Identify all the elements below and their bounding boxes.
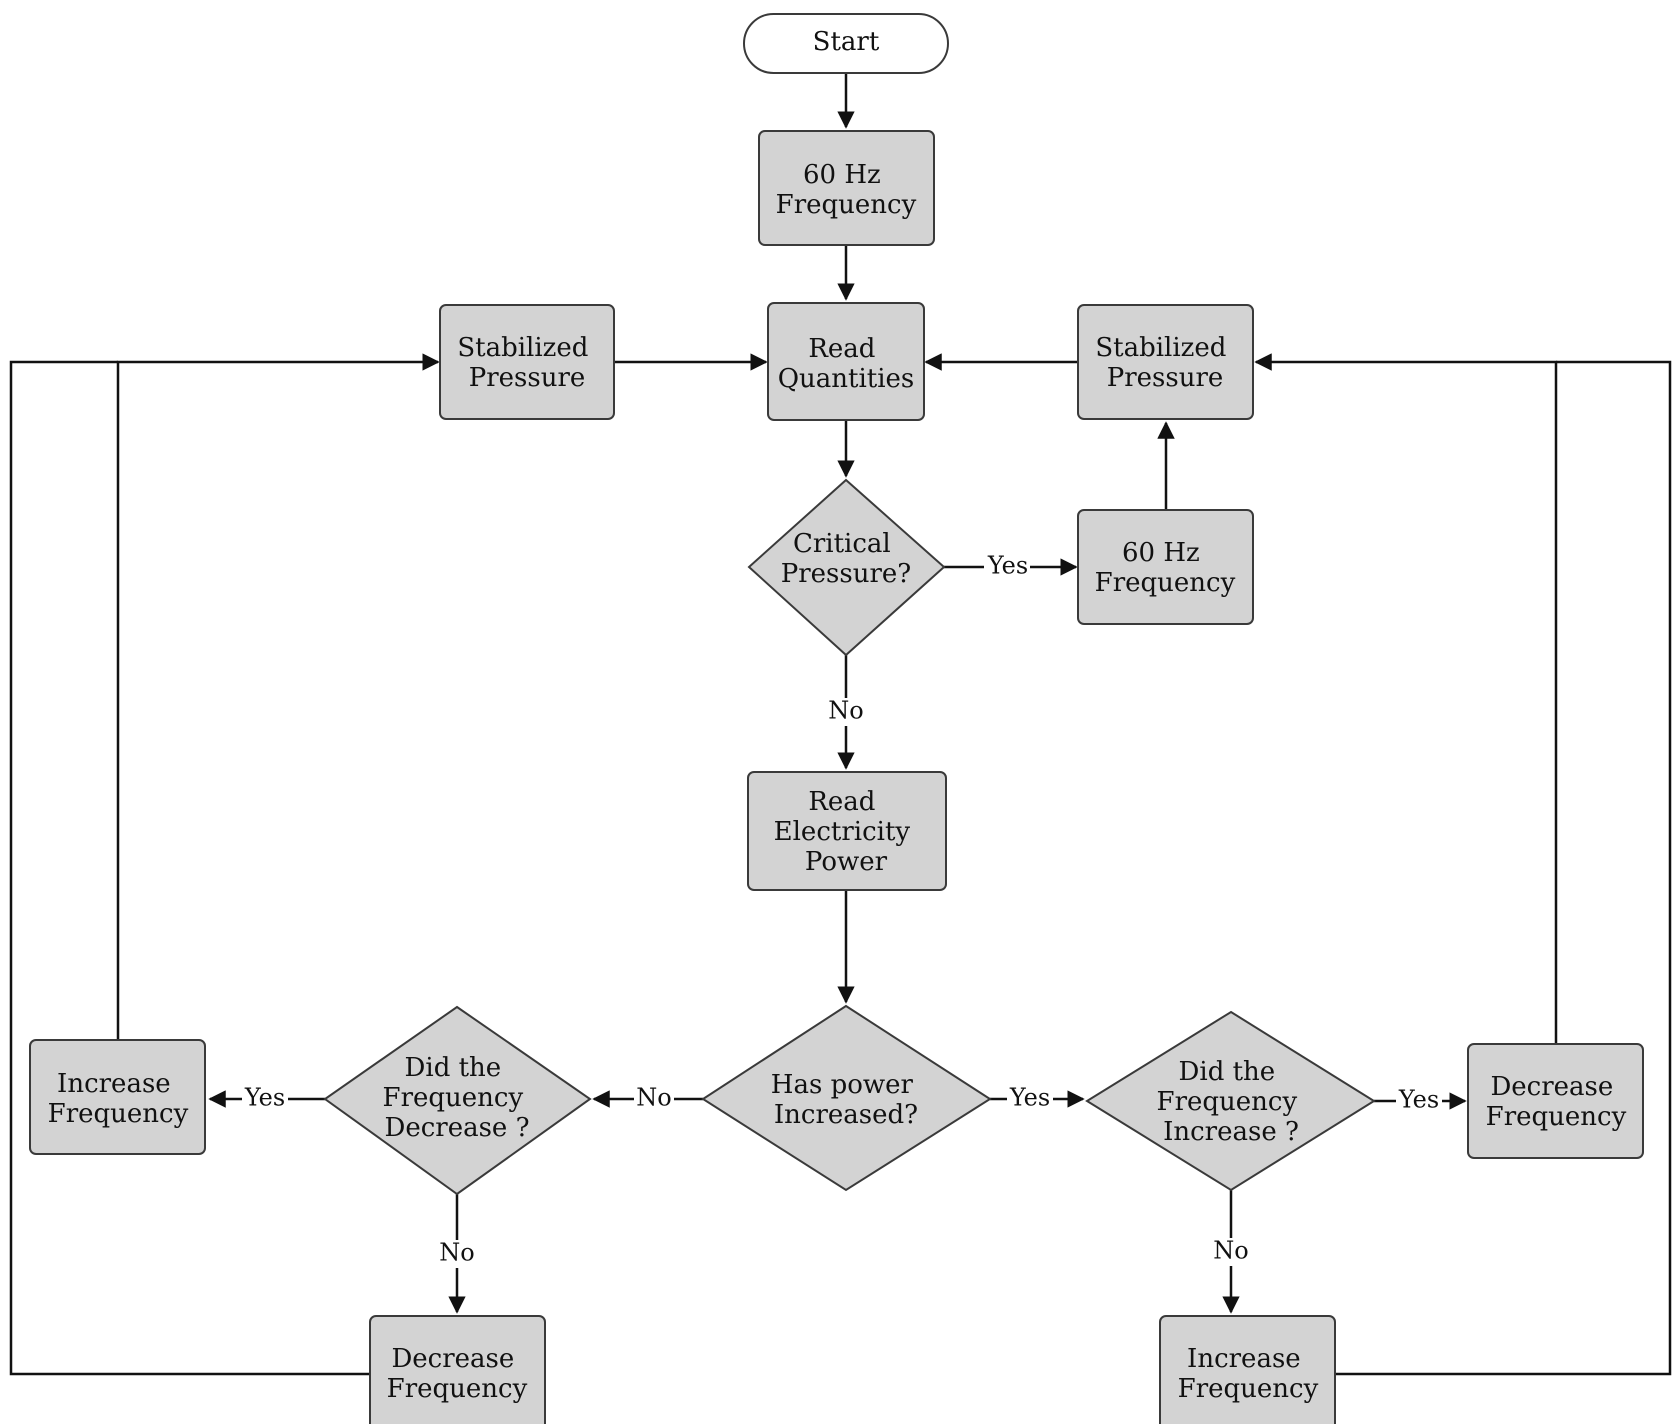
node-line: Increase (1187, 1344, 1301, 1374)
node-line: Did the (405, 1053, 502, 1083)
frequency-60hz-top-box: 60 Hz Frequency (758, 130, 935, 246)
node-line: Frequency (383, 1083, 524, 1113)
critical-pressure-decision: Critical Pressure? (747, 478, 946, 657)
node-line: Quantities (778, 364, 915, 394)
node-line: Decrease ? (384, 1113, 529, 1143)
edge-label-decrease-no: No (439, 1239, 474, 1267)
svg-text:Read Quantities: Read Quantities (778, 334, 915, 394)
label-bg (1396, 1087, 1442, 1115)
label-bg (437, 1240, 477, 1268)
decrease-frequency-bottom-left-box: Decrease Frequency (369, 1315, 546, 1424)
increase-frequency-left-box: Increase Frequency (29, 1039, 206, 1155)
frequency-decrease-decision: Did the Frequency Decrease ? (323, 1005, 592, 1196)
svg-text:60 Hz Frequency: 60 Hz Frequency (1095, 538, 1236, 598)
svg-text:60 Hz Frequency: 60 Hz Frequency (776, 160, 917, 220)
node-line: Frequency (1178, 1374, 1319, 1404)
node-line: Increase (57, 1069, 171, 1099)
svg-text:Stabilized Pressure: Stabilized Pressure (1095, 333, 1234, 393)
edge-decrease-right-to-stabilized-right (1254, 353, 1558, 1044)
decrease-frequency-right-box: Decrease Frequency (1467, 1043, 1644, 1159)
node-line: Power (805, 847, 888, 877)
stabilized-pressure-left-box: Stabilized Pressure (439, 304, 615, 420)
edge-increase-left-to-stabilized-left (116, 353, 440, 1040)
node-line: Stabilized (1095, 333, 1226, 363)
node-line: Pressure? (781, 559, 912, 589)
edge-label-increase-yes: Yes (1398, 1086, 1439, 1114)
node-line: Frequency (1157, 1087, 1298, 1117)
node-line: Critical (793, 529, 891, 559)
node-line: 60 Hz (803, 160, 881, 190)
label-bg (1007, 1085, 1053, 1113)
read-quantities-box: Read Quantities (767, 302, 925, 421)
edge-label-power-no: No (636, 1084, 671, 1112)
node-line: Pressure (1107, 363, 1224, 393)
svg-text:Did the Frequency: Did the Frequency Decrease ? (383, 1053, 532, 1143)
node-line: Electricity (774, 817, 911, 847)
edge-label-increase-no: No (1213, 1237, 1248, 1265)
edge-label-critical-no: No (828, 697, 863, 725)
label-bg (634, 1085, 674, 1113)
label-bg (242, 1085, 288, 1113)
edge-labels: Yes No No Yes Yes No Yes No (242, 552, 1442, 1268)
svg-text:Did the Frequency: Did the Frequency Increase ? (1157, 1057, 1306, 1147)
edge-label-power-yes: Yes (1009, 1084, 1050, 1112)
start-label: Start (813, 27, 880, 57)
edge-increase-bottom-right-loop (1335, 360, 1672, 1376)
stabilized-pressure-right-box: Stabilized Pressure (1077, 304, 1254, 420)
node-line: Frequency (1095, 568, 1236, 598)
edge-label-decrease-yes: Yes (244, 1084, 285, 1112)
node-line: Increased? (774, 1100, 918, 1130)
svg-text:Increase Frequency: Increase Frequency (1178, 1344, 1319, 1404)
flow-nodes: Start 60 Hz Frequency Read Quantities St… (29, 13, 1644, 1424)
node-line: Increase ? (1163, 1117, 1299, 1147)
edge-label-critical-yes: Yes (987, 552, 1028, 580)
svg-text:Start: Start (813, 27, 880, 57)
node-line: Stabilized (457, 333, 588, 363)
node-line: Frequency (387, 1374, 528, 1404)
svg-text:Read Electricity: Read Electricity Power (774, 787, 919, 877)
node-line: Decrease (391, 1344, 514, 1374)
node-line: Did the (1179, 1057, 1276, 1087)
label-bg (1211, 1238, 1251, 1266)
read-electricity-power-box: Read Electricity Power (747, 771, 947, 891)
frequency-60hz-right-box: 60 Hz Frequency (1077, 509, 1254, 625)
node-line: 60 Hz (1122, 538, 1200, 568)
start-node: Start (743, 13, 949, 74)
increase-frequency-bottom-right-box: Increase Frequency (1159, 1315, 1336, 1424)
node-line: Has power (771, 1070, 914, 1100)
svg-text:Decrease Frequency: Decrease Frequency (387, 1344, 528, 1404)
power-increased-decision: Has power Increased? (701, 1004, 992, 1192)
edge-decrease-bottom-left-loop (9, 360, 370, 1376)
node-line: Frequency (48, 1099, 189, 1129)
node-line: Decrease (1490, 1072, 1613, 1102)
svg-text:Critical Pressure?: Critical Pressure? (781, 529, 912, 589)
svg-text:Stabilized Pressure: Stabilized Pressure (457, 333, 596, 393)
node-line: Pressure (469, 363, 586, 393)
node-line: Read (808, 334, 875, 364)
node-line: Read (808, 787, 875, 817)
node-line: Frequency (776, 190, 917, 220)
frequency-increase-decision: Did the Frequency Increase ? (1085, 1010, 1376, 1192)
svg-text:Decrease Frequency: Decrease Frequency (1486, 1072, 1627, 1132)
svg-text:Increase Frequency: Increase Frequency (48, 1069, 189, 1129)
label-bg (826, 698, 866, 726)
svg-text:Has power Increased?: Has power Increased? (771, 1070, 921, 1130)
node-line: Frequency (1486, 1102, 1627, 1132)
label-bg (984, 553, 1030, 581)
